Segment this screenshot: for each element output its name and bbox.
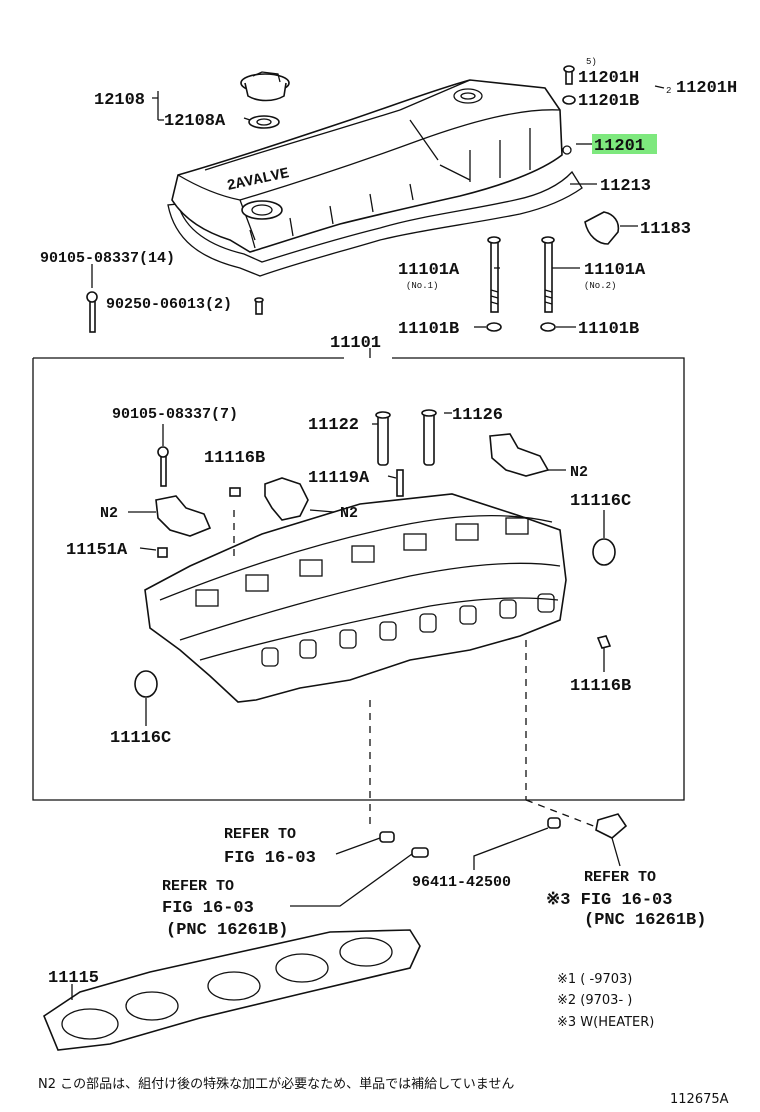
label-no1: (No.1) (406, 281, 438, 291)
nut-11151a (157, 547, 168, 558)
legend-note-3: ※3 W(HEATER) (557, 1015, 654, 1030)
cover-gasket (167, 170, 583, 277)
ref3-line3: (PNC 16261B) (584, 911, 706, 930)
camshaft-bearing-caps (195, 517, 529, 607)
bearing-cap-n2-a (264, 477, 309, 521)
cover-bolt-90105 (86, 291, 98, 333)
label-11126: 11126 (452, 406, 503, 425)
label-11101a-2: 11101A (584, 261, 646, 280)
pin-11119a (396, 469, 404, 497)
diagram-id: 112675A (670, 1092, 729, 1107)
label-11201b: 11201B (578, 92, 639, 111)
cover-plug (584, 211, 620, 245)
label-11201[interactable]: 11201 (594, 137, 645, 156)
plug-11116c-a (592, 538, 616, 566)
label-11101a-1: 11101A (398, 261, 460, 280)
label-11151a: 11151A (66, 541, 128, 560)
marker-5: 5) (586, 57, 597, 67)
legend-note-2: ※2 (9703- ) (557, 993, 632, 1008)
head-washer-1 (486, 322, 502, 332)
ref2-line3: (PNC 16261B) (166, 921, 288, 940)
plug-11116b-b (596, 635, 612, 649)
fitting-lower (411, 847, 429, 858)
label-11119a: 11119A (308, 469, 370, 488)
label-11116c-1: 11116C (570, 492, 631, 511)
oil-filler-hole (241, 200, 283, 220)
valve-guide-11122 (375, 411, 391, 466)
cap-gasket (248, 115, 280, 129)
cam-bolt-90105 (157, 446, 169, 487)
label-11122: 11122 (308, 416, 359, 435)
marker-2: 2 (666, 86, 671, 96)
label-n2-c: N2 (340, 505, 358, 522)
label-11116b-1: 11116B (204, 449, 265, 468)
plug-11116b-a (229, 487, 241, 497)
fitting-upper (379, 831, 395, 843)
ref1-line1: REFER TO (224, 826, 296, 843)
label-96411: 96411-42500 (412, 874, 511, 891)
label-11101b-1: 11101B (398, 320, 459, 339)
cover-bolt-11201h (563, 65, 575, 85)
label-11115: 11115 (48, 969, 99, 988)
cylinder-head (144, 493, 567, 703)
ref2-line1: REFER TO (162, 878, 234, 895)
label-90105-14: 90105-08337(14) (40, 250, 175, 267)
label-11101b-2: 11101B (578, 320, 639, 339)
legend-note-1: ※1 ( -9703) (557, 972, 632, 987)
label-11201h-b: 11201H (676, 79, 737, 98)
ref1-line2: FIG 16-03 (224, 849, 316, 868)
bearing-cap-n2-b (489, 433, 550, 477)
cover-stud-90250 (254, 297, 264, 315)
label-11101: 11101 (330, 334, 381, 353)
plug-96411 (547, 817, 561, 829)
label-n2-b: N2 (100, 505, 118, 522)
label-90105-7: 90105-08337(7) (112, 406, 238, 423)
label-no2: (No.2) (584, 281, 616, 291)
label-90250: 90250-06013(2) (106, 296, 232, 313)
head-bolt-no2 (541, 236, 555, 313)
head-bolt-no1 (487, 236, 501, 313)
valve-cover (171, 79, 563, 253)
label-11183: 11183 (640, 220, 691, 239)
plug-11116c-b (134, 670, 158, 698)
label-11213: 11213 (600, 177, 651, 196)
bearing-cap-n2-c (155, 495, 212, 537)
footnote-n2: N2 この部品は、組付け後の特殊な加工が必要なため、単品では補給していません (38, 1076, 514, 1092)
head-washer-2 (540, 322, 556, 332)
valve-guide-11126 (421, 409, 437, 466)
washer-11201b (562, 95, 576, 105)
head-gasket (43, 929, 421, 1051)
intake-ports (261, 593, 555, 667)
ref2-line2: FIG 16-03 (162, 899, 254, 918)
label-n2-a: N2 (570, 464, 588, 481)
heater-union (595, 813, 628, 839)
label-12108a: 12108A (164, 112, 226, 131)
ref3-line2: ※3 FIG 16-03 (546, 891, 672, 910)
cylinder-head-frame (32, 357, 685, 801)
label-12108: 12108 (94, 91, 145, 110)
cover-emblem (453, 88, 483, 104)
label-11201h-a: 11201H (578, 69, 639, 88)
oil-filler-cap (240, 71, 290, 102)
label-11116b-2: 11116B (570, 677, 631, 696)
highlight-box (592, 134, 657, 154)
label-11116c-2: 11116C (110, 729, 171, 748)
ref3-line1: REFER TO (584, 869, 656, 886)
